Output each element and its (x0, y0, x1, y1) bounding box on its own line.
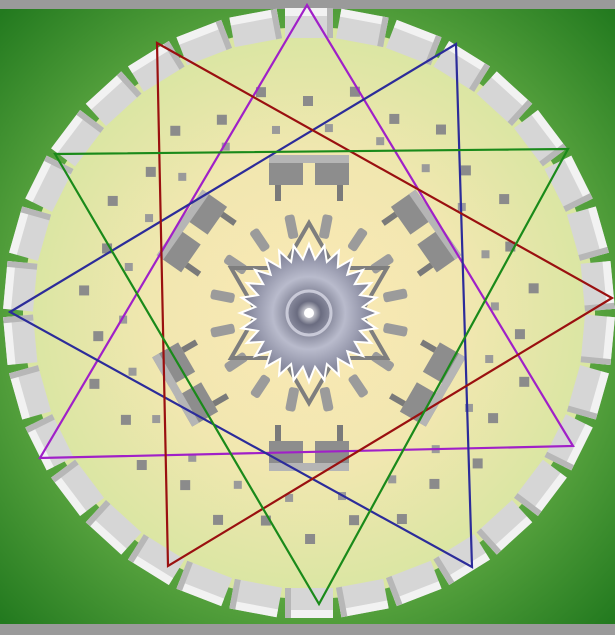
ring-marker (152, 415, 160, 423)
ring-marker (305, 534, 315, 544)
frame-bottom-bar (0, 624, 615, 631)
ring-marker (217, 115, 227, 125)
ring-marker (376, 137, 384, 145)
ring-marker (272, 126, 280, 134)
ring-marker (121, 415, 131, 425)
ring-marker (519, 377, 529, 387)
ring-marker (178, 173, 186, 181)
ring-marker (180, 480, 190, 490)
ring-marker (473, 458, 483, 468)
ring-marker (129, 368, 137, 376)
ring-marker (146, 167, 156, 177)
ring-marker (515, 329, 525, 339)
ring-marker (234, 481, 242, 489)
standing-stone (581, 261, 615, 312)
standing-stone (3, 314, 37, 365)
standing-stone (285, 8, 333, 38)
ring-marker (89, 379, 99, 389)
ring-marker (349, 515, 359, 525)
ring-marker (485, 355, 493, 363)
sunburst-core (304, 308, 314, 318)
ring-marker (491, 302, 499, 310)
ring-marker (137, 460, 147, 470)
standing-stone (3, 261, 37, 312)
ring-marker (303, 96, 313, 106)
ring-marker (213, 515, 223, 525)
ring-marker (79, 285, 89, 295)
ring-marker (429, 479, 439, 489)
ring-marker (461, 165, 471, 175)
ring-marker (529, 283, 539, 293)
standing-stone (581, 314, 615, 365)
ring-marker (93, 331, 103, 341)
ring-marker (108, 196, 118, 206)
ring-marker (436, 125, 446, 135)
ring-marker (325, 124, 333, 132)
ring-marker (488, 413, 498, 423)
ring-marker (422, 164, 430, 172)
ring-marker (170, 126, 180, 136)
ring-marker (481, 250, 489, 258)
ring-marker (125, 263, 133, 271)
ring-marker (499, 194, 509, 204)
ring-marker (389, 114, 399, 124)
ring-marker (145, 214, 153, 222)
ring-marker (397, 514, 407, 524)
